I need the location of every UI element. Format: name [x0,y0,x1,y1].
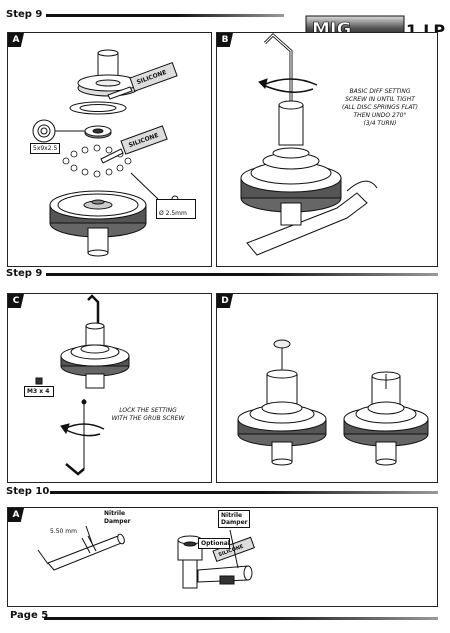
step-bar-top [46,14,284,17]
panel-c-line1: LOCK THE SETTING [119,407,177,414]
panel-b-line4: THEN UNDO 270° [353,112,407,119]
panel-step10-a-tag: A [8,508,24,522]
grub-screw-drawing [35,294,130,476]
nitrile-label-2: Nitrile [221,512,243,519]
optional-label: Optional [198,538,230,549]
diff-adjust-drawing [240,32,378,256]
panel-c-tag: C [8,294,24,308]
panel-c-instructions: LOCK THE SETTING WITH THE GRUB SCREW [93,407,203,423]
nitrile-damper-drawing [37,525,255,589]
step-bar-bottom [50,491,438,494]
panel-a: A [7,32,212,267]
panel-b-line5: (3/4 TURN) [363,120,397,127]
bearing-size-label: 5x9x2.5 [30,143,60,154]
step-header-bottom: Step 10 [6,486,50,497]
panel-c: C M3 x 4 LOCK THE SETTING WITH THE GRUB … [7,293,212,483]
ball-size-label: Ø 2.5mm [156,199,196,219]
length-label: 5.50 mm [50,528,77,535]
panel-b: B BASIC DIFF SETTING SCREW [216,32,438,267]
panel-b-line1: BASIC DIFF SETTING [349,88,411,95]
diff-assemblies-drawing [237,339,429,466]
diff-exploded-drawing [32,49,179,257]
panel-step10-a: A Nitrile Damper 5.50 mm Nitrile Damper … [7,507,438,607]
step-bar-middle [46,273,438,276]
step-header-top: Step 9 [6,9,43,20]
diff-balls [62,144,132,178]
panel-b-tag: B [217,33,233,47]
panel-a-tag: A [8,33,24,47]
panel-b-instructions: BASIC DIFF SETTING SCREW IN UNTIL TIGHT … [325,88,435,128]
damper-label-2: Damper [221,519,248,526]
page-number: Page 5 [10,610,49,621]
step-header-middle: Step 9 [6,268,43,279]
damper-label-1: Damper [104,518,131,525]
panel-c-line2: WITH THE GRUB SCREW [111,415,185,422]
panel-b-line3: (ALL DISC SPRINGS FLAT) [341,104,419,111]
panel-d: D [216,293,438,483]
panel-d-tag: D [217,294,233,308]
nitrile-damper-box: Nitrile Damper [218,510,250,528]
footer-bar [44,617,438,620]
panel-b-line2: SCREW IN UNTIL TIGHT [345,96,415,103]
nitrile-label-1: Nitrile [104,510,126,517]
screw-size-label: M3 x 4 [24,386,54,397]
